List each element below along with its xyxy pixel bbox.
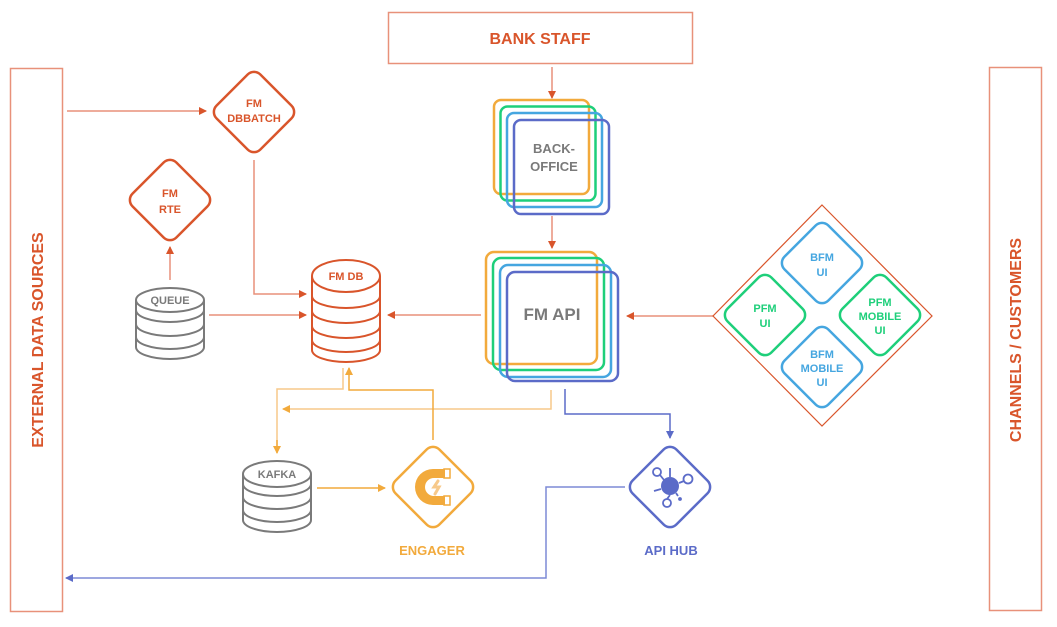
pfm-ui-line1: PFM	[753, 303, 776, 315]
edge-fmapi-to-apihub	[564, 389, 674, 439]
pfm-mobile-ui-line1: PFM	[868, 297, 891, 309]
pfm-ui-diamond	[723, 273, 807, 357]
engager-node[interactable]: ENGAGER	[389, 443, 477, 558]
pfm-mobile-ui-diamond	[838, 273, 922, 357]
fmapi-layer-indigo	[505, 270, 620, 383]
external-data-sources-panel: EXTERNAL DATA SOURCES	[9, 67, 64, 613]
bfm-ui-line1: BFM	[810, 252, 834, 264]
bfm-mobile-ui-line2: MOBILE	[801, 363, 844, 375]
kafka-label: KAFKA	[258, 469, 297, 481]
backoffice-layer-sky	[505, 111, 604, 209]
dbbatch-diamond	[212, 70, 296, 154]
connectors	[65, 67, 713, 582]
back-office-node[interactable]: BACK- OFFICE	[492, 98, 611, 216]
channels-outer-diamond	[712, 204, 933, 427]
channels-panel-box	[988, 66, 1043, 612]
edge-apihub-to-external	[65, 486, 625, 582]
external-panel-box	[9, 67, 64, 613]
apihub-label: API HUB	[644, 543, 697, 558]
rte-label-line2: RTE	[159, 204, 181, 216]
rte-diamond	[128, 158, 212, 242]
pfm-mobile-ui-line3: UI	[875, 325, 886, 337]
magnet-icon	[415, 468, 451, 506]
queue-node[interactable]: QUEUE	[135, 287, 205, 360]
kafka-top	[242, 460, 312, 488]
pfm-ui-line2: UI	[760, 318, 771, 330]
edge-dbbatch-to-fmdb	[253, 160, 307, 298]
backoffice-layer-amber	[492, 98, 591, 196]
engager-label: ENGAGER	[399, 543, 465, 558]
api-hub-node[interactable]: API HUB	[626, 443, 714, 558]
rte-label-line1: FM	[162, 188, 178, 200]
backoffice-layer-indigo	[512, 118, 611, 216]
kafka-node[interactable]: KAFKA	[242, 460, 312, 533]
bfm-ui-diamond	[780, 221, 864, 305]
fmapi-layer-sky	[498, 263, 613, 379]
fmdb-top	[311, 259, 381, 293]
hub-network-icon	[652, 467, 694, 508]
edge-fmapi-to-kafka	[282, 390, 552, 413]
edge-engager-to-fmdb	[345, 367, 434, 440]
fm-rte-node[interactable]: FM RTE	[126, 156, 214, 244]
fmapi-layer-green	[491, 256, 606, 372]
pfm-mobile-ui-node[interactable]: PFM MOBILE UI	[836, 271, 924, 359]
fmapi-label: FM API	[524, 305, 581, 324]
backoffice-label-line1: BACK-	[533, 141, 575, 156]
bfm-mobile-ui-diamond	[780, 325, 864, 409]
dbbatch-label-line1: FM	[246, 98, 262, 110]
channels-group: BFM UI PFM UI PFM MOBILE UI BFM MOBILE U…	[712, 204, 933, 427]
bfm-ui-line2: UI	[817, 267, 828, 279]
bfm-mobile-ui-node[interactable]: BFM MOBILE UI	[778, 323, 866, 411]
channels-panel-label: CHANNELS / CUSTOMERS	[1008, 238, 1025, 442]
fm-api-node[interactable]: FM API	[484, 250, 620, 383]
fmdb-label: FM DB	[329, 271, 364, 283]
bfm-ui-node[interactable]: BFM UI	[778, 219, 866, 307]
dbbatch-label-line2: DBBATCH	[227, 113, 281, 125]
bank-staff-rect	[387, 11, 694, 65]
bank-staff-box: BANK STAFF	[387, 11, 694, 65]
backoffice-layer-green	[499, 105, 597, 202]
queue-top	[135, 287, 205, 313]
pfm-mobile-ui-line2: MOBILE	[859, 311, 902, 323]
bank-staff-label: BANK STAFF	[489, 31, 590, 48]
channels-customers-panel: CHANNELS / CUSTOMERS	[988, 66, 1043, 612]
fm-db-node[interactable]: FM DB	[311, 259, 381, 363]
fmapi-layer-amber	[484, 250, 599, 366]
backoffice-label-line2: OFFICE	[530, 159, 578, 174]
bfm-mobile-ui-line3: UI	[817, 377, 828, 389]
edge-fmdb-to-kafka	[276, 368, 344, 452]
pfm-ui-node[interactable]: PFM UI	[721, 271, 809, 359]
fm-dbbatch-node[interactable]: FM DBBATCH	[210, 68, 298, 156]
external-panel-label: EXTERNAL DATA SOURCES	[30, 232, 47, 448]
bfm-mobile-ui-line1: BFM	[810, 349, 834, 361]
queue-label: QUEUE	[150, 295, 189, 307]
